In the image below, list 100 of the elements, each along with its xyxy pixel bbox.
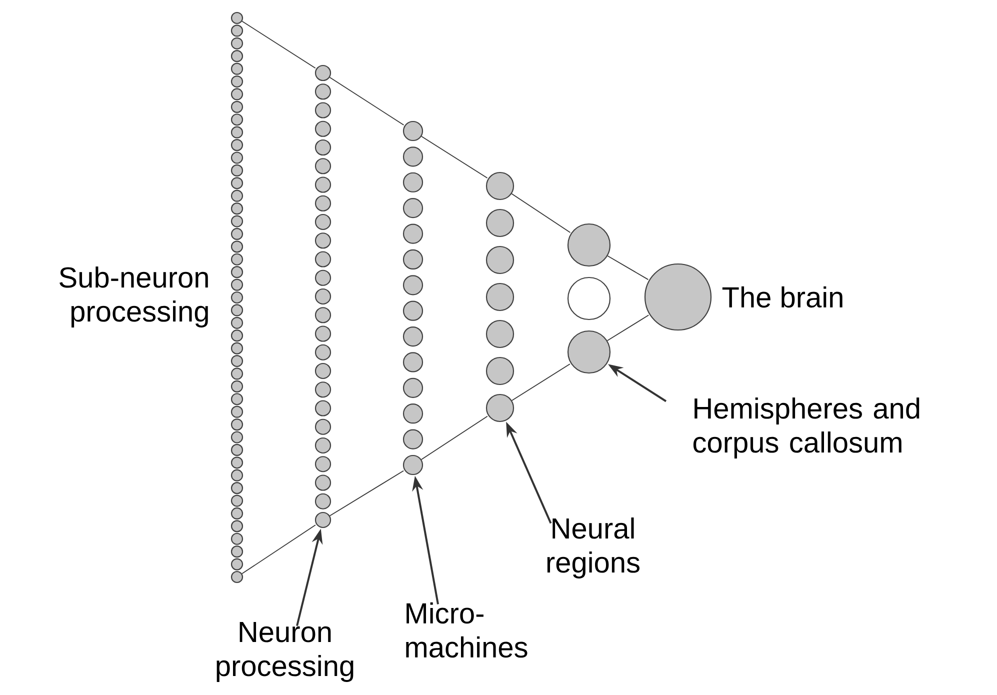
circle: [314, 251, 332, 268]
circle: [230, 291, 244, 304]
side-label: Sub-neuron processing: [60, 266, 208, 328]
circle: [314, 437, 332, 454]
circle: [402, 249, 424, 270]
circle: [230, 228, 244, 240]
circle: [230, 431, 244, 444]
circle: [314, 158, 332, 174]
circle: [314, 456, 332, 472]
circle: [230, 418, 244, 431]
circle: [402, 429, 424, 450]
circle: [230, 100, 244, 113]
circle: [314, 307, 332, 324]
circle: [402, 454, 424, 476]
circle: [402, 224, 424, 244]
circle: [230, 278, 244, 291]
circle: [314, 214, 332, 230]
circle: [402, 120, 424, 142]
circle: [314, 139, 332, 156]
circle: [230, 494, 244, 507]
circle: [230, 266, 244, 278]
circle: [230, 546, 244, 558]
circle: [314, 474, 332, 491]
circle: [314, 362, 332, 380]
circle: [230, 368, 244, 380]
circle: [230, 50, 244, 62]
circle: [230, 88, 244, 100]
circle: [314, 418, 332, 435]
circle: [486, 246, 514, 274]
circle: [230, 190, 244, 202]
circle: [314, 493, 332, 510]
circle: [314, 270, 332, 286]
circle: [230, 177, 244, 190]
circle: [230, 342, 244, 354]
circle: [230, 354, 244, 368]
circle: [486, 282, 514, 312]
connector-line: [329, 76, 404, 126]
circle: [230, 304, 244, 316]
circle: [402, 352, 424, 372]
circle: [314, 512, 332, 528]
circle: [230, 215, 244, 228]
connector-line: [606, 314, 650, 342]
circle-caption: The brain: [722, 286, 842, 308]
circle: [314, 84, 332, 100]
circle: [230, 75, 244, 88]
text-label: Neuron processing: [216, 622, 354, 682]
text-label: Neural regions: [547, 517, 640, 579]
circle: [230, 570, 244, 584]
circle: [486, 320, 514, 348]
circle: [230, 558, 244, 570]
circle: [230, 138, 244, 152]
circle: [230, 240, 244, 253]
circle: [230, 520, 244, 532]
circle: [230, 380, 244, 392]
circle: [402, 198, 424, 218]
connector-line: [607, 255, 649, 280]
circle: [230, 316, 244, 329]
circle: [230, 406, 244, 418]
circle: [402, 300, 424, 321]
circle: [314, 120, 332, 137]
circle: [230, 456, 244, 469]
text-label: Micro- machines: [406, 602, 528, 658]
connector-line: [420, 416, 488, 460]
circle: [314, 232, 332, 249]
circle: [230, 253, 244, 266]
circle: [402, 146, 424, 167]
circle: [230, 12, 244, 24]
circle: [486, 172, 514, 200]
circle: [230, 164, 244, 176]
circle: [230, 469, 244, 482]
circle: [230, 62, 244, 75]
circle: [402, 404, 424, 424]
circle: [314, 400, 332, 416]
circle: [314, 382, 332, 398]
circle: [230, 37, 244, 50]
circle: [486, 394, 514, 422]
circle: [230, 330, 244, 342]
circle: [402, 378, 424, 398]
circle: [230, 152, 244, 164]
connector-line: [421, 136, 488, 178]
circle: [314, 102, 332, 118]
connector-line: [242, 20, 316, 69]
circle: [402, 275, 424, 296]
circle: [314, 288, 332, 305]
text-label: Hemispheres and corpus callosum: [693, 397, 920, 459]
connector-line: [329, 470, 404, 516]
circle: [314, 195, 332, 212]
circle: [230, 393, 244, 406]
circle: [567, 276, 611, 320]
circle: [230, 126, 244, 138]
circle: [567, 330, 611, 374]
circle: [402, 172, 424, 192]
circle: [230, 114, 244, 126]
circle: [230, 507, 244, 520]
circle: [567, 223, 611, 267]
circle: [486, 208, 514, 238]
circle: [486, 356, 514, 386]
circle: [230, 444, 244, 456]
circle: [314, 176, 332, 193]
circle: [230, 202, 244, 215]
